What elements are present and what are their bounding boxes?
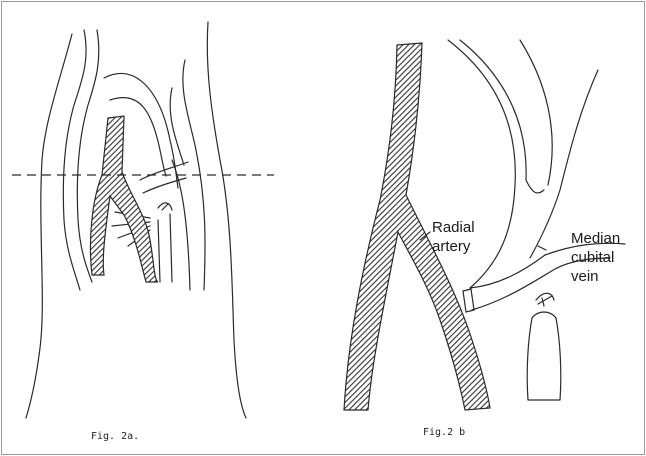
ligated-stump-2b-right xyxy=(556,318,561,400)
median-cubital-2b-upper xyxy=(470,255,545,288)
ligated-stump-right xyxy=(170,214,172,282)
vein-right-inner xyxy=(170,88,184,165)
label-median-cubital-vein: Median cubital vein xyxy=(571,229,620,286)
ligature-2b-tie xyxy=(536,293,554,306)
label-radial-line-2: artery xyxy=(432,237,475,256)
arm-outline-left xyxy=(26,34,72,418)
vein-2b-fork xyxy=(526,180,544,193)
ligated-stump-left xyxy=(158,220,160,282)
vein-2b-left-inner xyxy=(460,40,526,180)
leader-median-cubital xyxy=(538,246,546,250)
label-radial-line-1: Radial xyxy=(432,218,475,237)
ligated-stump-2b-top xyxy=(532,312,556,318)
ligated-stump-2b-left xyxy=(527,318,532,400)
anastomosis-mark xyxy=(463,289,474,312)
ligature-tie xyxy=(158,203,172,210)
radial-artery-2a xyxy=(90,116,158,282)
label-median-line-2: cubital xyxy=(571,248,620,267)
label-median-line-1: Median xyxy=(571,229,620,248)
label-median-line-3: vein xyxy=(571,267,620,286)
label-radial-artery: Radial artery xyxy=(432,218,475,256)
caption-fig-2a: Fig. 2a. xyxy=(91,431,139,442)
caption-fig-2b: Fig.2 b xyxy=(423,427,465,438)
arm-outline-right xyxy=(207,22,246,418)
vein-2b-right-outer xyxy=(520,40,552,185)
